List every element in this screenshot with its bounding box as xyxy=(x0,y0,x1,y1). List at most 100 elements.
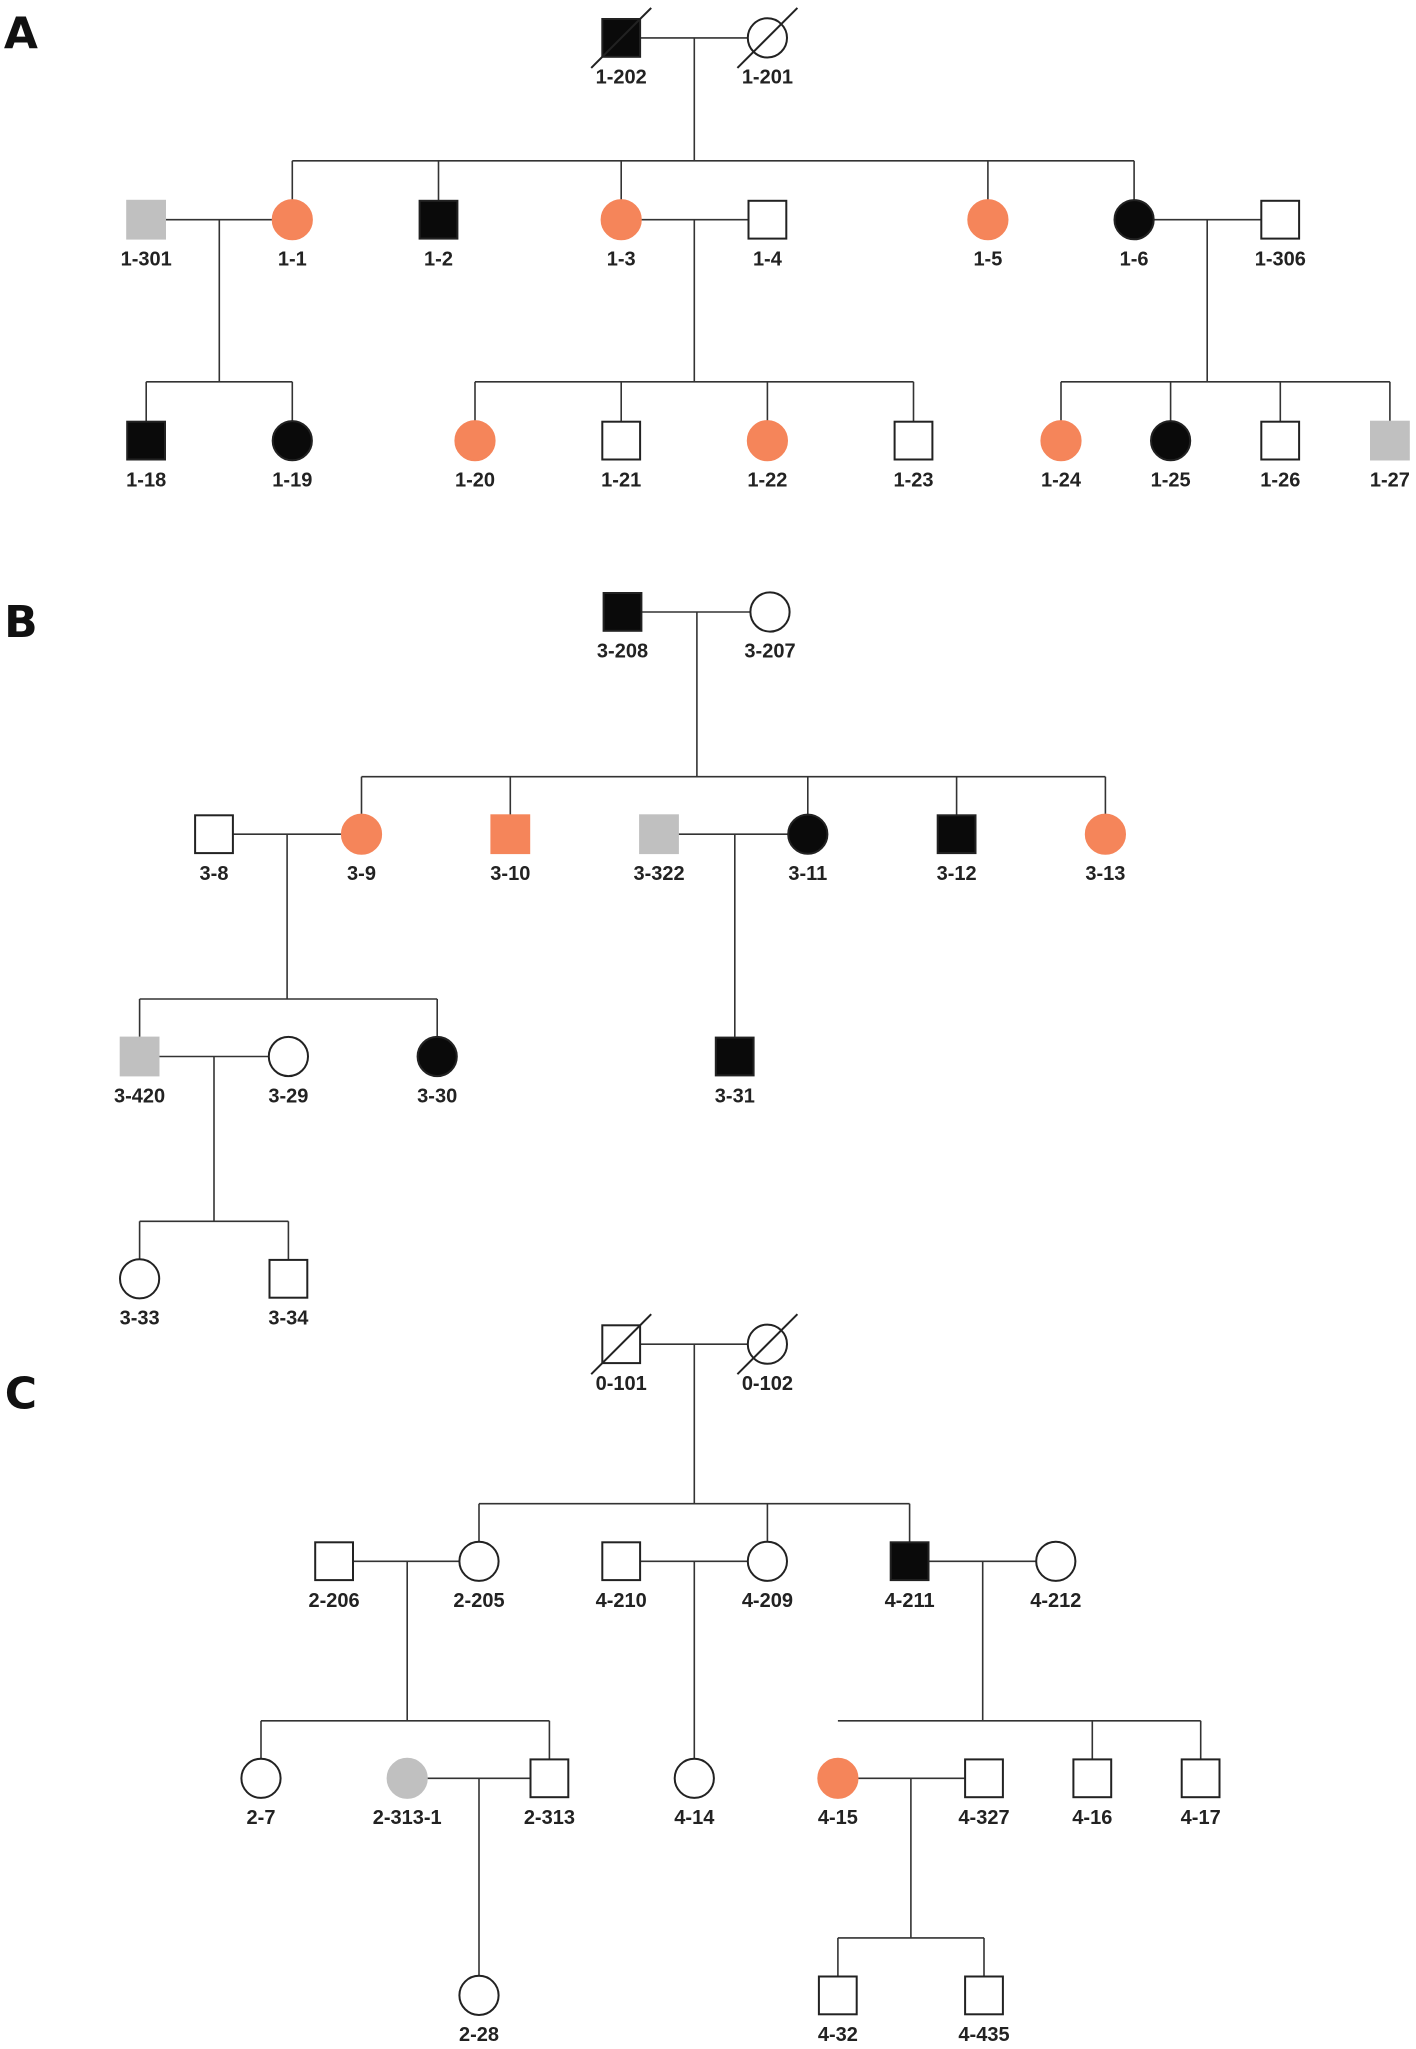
female-symbol-3-207 xyxy=(749,591,791,633)
individual-id-label: 3-10 xyxy=(490,863,530,885)
individual-id-label: 3-33 xyxy=(120,1308,160,1330)
deceased-slash xyxy=(736,1313,799,1375)
individual-id-label: 1-21 xyxy=(601,469,641,491)
individual-id-label: 1-23 xyxy=(893,469,933,491)
female-symbol-2-7 xyxy=(240,1757,282,1799)
individual-id-label: 4-14 xyxy=(674,1807,715,1829)
male-symbol-1-26 xyxy=(1260,420,1301,461)
individual-id-label: 4-15 xyxy=(818,1807,858,1829)
individual-id-label: 1-27 xyxy=(1370,469,1410,491)
male-symbol-1-21 xyxy=(601,420,642,461)
individual-id-label: 1-2 xyxy=(424,248,453,270)
deceased-slash xyxy=(590,1313,652,1375)
female-symbol-2-313-1 xyxy=(386,1757,428,1799)
individual-id-label: 1-18 xyxy=(126,469,166,491)
individual-id-label: 1-1 xyxy=(278,248,307,270)
panel-letter: B xyxy=(4,597,38,648)
female-symbol-1-20 xyxy=(454,420,496,462)
male-symbol-3-322 xyxy=(639,814,679,855)
individual-id-label: 3-34 xyxy=(268,1308,309,1330)
individual-id-label: 1-202 xyxy=(596,67,647,89)
male-symbol-1-23 xyxy=(893,420,934,461)
individual-id-label: 4-210 xyxy=(596,1590,647,1612)
individual-id-label: 3-420 xyxy=(114,1085,165,1107)
individual-id-label: 3-9 xyxy=(347,863,376,885)
individual-id-label: 1-24 xyxy=(1041,469,1082,491)
pedigree-symbols xyxy=(119,7,1410,2017)
male-symbol-2-313 xyxy=(529,1758,570,1799)
male-symbol-3-12 xyxy=(936,814,977,855)
female-symbol-3-30 xyxy=(416,1035,458,1078)
male-symbol-3-208 xyxy=(602,592,643,632)
individual-id-label: 3-207 xyxy=(744,641,795,663)
individual-id-label: 3-13 xyxy=(1085,863,1125,885)
individual-id-label: 4-435 xyxy=(958,2024,1009,2046)
panel-letter: A xyxy=(4,9,38,60)
male-symbol-4-16 xyxy=(1072,1758,1113,1799)
male-symbol-1-2 xyxy=(418,199,459,240)
individual-id-label: 4-17 xyxy=(1181,1807,1221,1829)
individual-id-label: 2-313-1 xyxy=(373,1807,442,1829)
individual-id-label: 0-101 xyxy=(596,1373,647,1395)
deceased-slash xyxy=(736,7,799,69)
female-symbol-1-1 xyxy=(271,199,313,241)
female-symbol-1-22 xyxy=(746,420,789,462)
male-symbol-3-420 xyxy=(119,1036,160,1077)
male-symbol-1-4 xyxy=(747,199,788,240)
female-symbol-4-209 xyxy=(746,1540,789,1582)
male-symbol-4-32 xyxy=(817,1975,858,2016)
male-symbol-4-327 xyxy=(964,1758,1004,1799)
individual-id-label: 1-201 xyxy=(742,67,793,89)
individual-id-label: 3-30 xyxy=(417,1085,457,1107)
male-symbol-1-27 xyxy=(1370,420,1410,461)
panel-letters: ABC xyxy=(4,9,38,1420)
male-symbol-3-10 xyxy=(490,814,531,855)
female-symbol-1-6 xyxy=(1113,199,1155,241)
individual-id-label: 3-29 xyxy=(268,1085,308,1107)
individual-id-label: 1-3 xyxy=(607,248,636,270)
individual-id-label: 1-19 xyxy=(272,469,312,491)
individual-id-label: 4-209 xyxy=(742,1590,793,1612)
individual-id-label: 1-301 xyxy=(121,248,172,270)
pedigree-lines xyxy=(138,37,1391,1976)
individual-id-label: 3-31 xyxy=(715,1085,755,1107)
female-symbol-3-13 xyxy=(1084,813,1127,855)
male-symbol-3-34 xyxy=(268,1258,309,1299)
female-symbol-4-15 xyxy=(817,1757,859,1799)
female-symbol-1-3 xyxy=(600,199,642,241)
individual-id-label: 4-327 xyxy=(958,1807,1009,1829)
male-symbol-4-210 xyxy=(601,1541,642,1582)
individual-id-label: 1-306 xyxy=(1255,248,1306,270)
individual-id-label: 2-28 xyxy=(459,2024,499,2046)
female-symbol-1-24 xyxy=(1040,420,1082,462)
individual-id-label: 2-205 xyxy=(453,1590,504,1612)
individual-id-label: 4-212 xyxy=(1030,1590,1081,1612)
male-symbol-4-17 xyxy=(1180,1758,1221,1799)
individual-id-label: 1-4 xyxy=(753,248,783,270)
individual-id-label: 1-20 xyxy=(455,469,495,491)
male-symbol-4-435 xyxy=(964,1975,1004,2016)
individual-id-label: 4-16 xyxy=(1072,1807,1112,1829)
female-symbol-3-29 xyxy=(267,1035,309,1078)
individual-id-label: 1-26 xyxy=(1260,469,1300,491)
deceased-slash xyxy=(590,7,652,69)
female-symbol-4-14 xyxy=(673,1757,715,1799)
male-symbol-3-8 xyxy=(194,814,234,855)
female-symbol-3-33 xyxy=(119,1258,161,1300)
female-symbol-3-11 xyxy=(787,813,829,855)
female-symbol-1-25 xyxy=(1150,420,1192,462)
female-symbol-1-19 xyxy=(271,420,313,462)
female-symbol-3-9 xyxy=(340,813,383,855)
male-symbol-3-31 xyxy=(714,1036,755,1077)
individual-id-label: 2-313 xyxy=(524,1807,575,1829)
individual-id-label: 1-5 xyxy=(973,248,1002,270)
individual-id-label: 3-12 xyxy=(937,863,977,885)
individual-id-label: 0-102 xyxy=(742,1373,793,1395)
male-symbol-2-206 xyxy=(314,1541,355,1582)
individual-id-label: 2-7 xyxy=(247,1807,276,1829)
individual-id-label: 1-25 xyxy=(1151,469,1191,491)
individual-id-label: 4-32 xyxy=(818,2024,858,2046)
male-symbol-4-211 xyxy=(889,1541,930,1582)
